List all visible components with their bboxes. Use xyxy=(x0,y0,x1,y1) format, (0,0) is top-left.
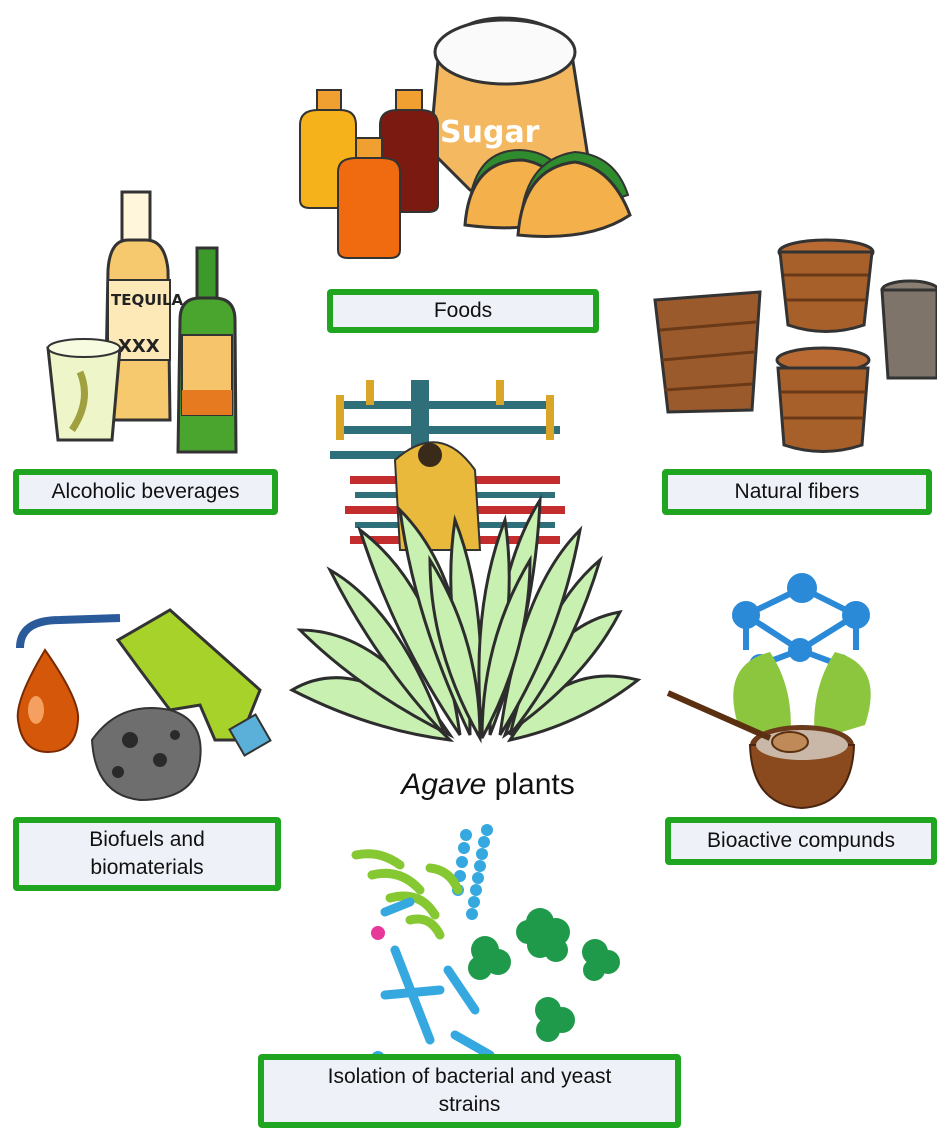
foods-label-text: Foods xyxy=(434,297,492,325)
shot-glass-icon xyxy=(48,339,120,440)
isolation-label: Isolation of bacterial and yeast strains xyxy=(258,1054,681,1128)
oil-drop-icon xyxy=(18,650,78,752)
natural-fibers-label: Natural fibers xyxy=(662,469,932,515)
basket-square-icon xyxy=(655,292,760,412)
cocci-chain-icon xyxy=(452,824,493,920)
basket-grey-icon xyxy=(882,281,937,378)
agave-plants-title: Agave plants xyxy=(358,768,618,802)
biofuels-label-text: Biofuels and biomaterials xyxy=(59,826,235,882)
alcoholic-beverages-label-text: Alcoholic beverages xyxy=(52,478,240,506)
agave-title-italic: Agave xyxy=(401,768,486,801)
natural-fibers-label-text: Natural fibers xyxy=(735,478,860,506)
bioactive-compounds-label-text: Bioactive compunds xyxy=(707,827,895,855)
alcoholic-beverages-label: Alcoholic beverages xyxy=(13,469,278,515)
sugar-text: Sugar xyxy=(440,115,540,150)
biofuels-label: Biofuels and biomaterials xyxy=(13,817,281,891)
porous-biomaterial-icon xyxy=(92,708,201,800)
isolation-label-text: Isolation of bacterial and yeast strains xyxy=(294,1063,645,1119)
yeast-cluster-icon xyxy=(468,908,620,1042)
basket-round-top-icon xyxy=(779,240,873,332)
rod-bacteria-icon xyxy=(356,854,458,935)
foods-label: Foods xyxy=(327,289,599,333)
tequila-mark-text: XXX xyxy=(118,336,160,357)
agave-title-rest: plants xyxy=(486,768,574,801)
pink-cell-icon xyxy=(371,926,385,940)
microorganisms-illustration xyxy=(356,824,620,1065)
bioactive-compounds-illustration xyxy=(668,576,871,808)
taco-icon xyxy=(465,150,630,236)
alcoholic-beverages-illustration: TEQUILA XXX xyxy=(48,192,236,452)
green-bottle-icon xyxy=(178,248,236,452)
tequila-label-text: TEQUILA xyxy=(111,291,184,309)
basket-lid-icon xyxy=(777,348,869,452)
natural-fibers-illustration xyxy=(655,240,937,452)
biofuels-illustration xyxy=(18,610,271,800)
foods-illustration: Sugar xyxy=(300,18,630,258)
bioactive-compounds-label: Bioactive compunds xyxy=(665,817,937,865)
